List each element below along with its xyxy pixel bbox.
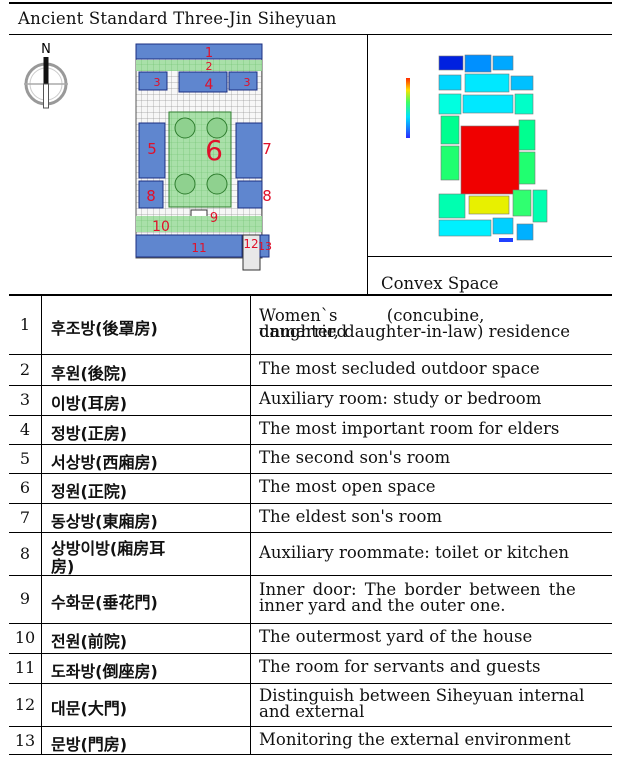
- description: The eldest son's room: [259, 506, 443, 526]
- siheyuan-table: Ancient Standard Three-Jin Siheyuan Conv…: [9, 2, 612, 755]
- description: Monitoring the external environment: [259, 729, 571, 749]
- siheyuan-floor-plan: 1 2 3 4 3 5 6 7 8 9 8 10 11 12 13: [135, 43, 272, 271]
- korean-term: 문방(門房): [51, 734, 128, 754]
- korean-term: 수화문(垂花門): [51, 593, 158, 612]
- plan-label: 1: [205, 46, 213, 61]
- convex-space-diagram: [406, 54, 548, 242]
- table-title: Ancient Standard Three-Jin Siheyuan: [18, 9, 337, 28]
- row-number: 8: [19, 543, 31, 563]
- description: inner yard and the outer one.: [259, 596, 506, 615]
- row-number: 10: [14, 628, 36, 647]
- korean-term: 상방이방(廂房耳: [51, 538, 166, 558]
- row-divider: [9, 444, 612, 445]
- plan-label: 8: [146, 187, 156, 205]
- row-divider: [9, 532, 612, 533]
- row-divider: [9, 726, 612, 727]
- plan-label: 10: [152, 219, 170, 235]
- row-divider: [9, 415, 612, 416]
- row-number: 7: [19, 507, 31, 527]
- row-number: 1: [19, 315, 31, 334]
- divider: [367, 34, 368, 294]
- korean-term: 정방(正房): [51, 423, 128, 443]
- korean-term: 후원(後院): [51, 363, 128, 383]
- divider: [9, 294, 612, 296]
- row-number: 6: [19, 478, 31, 497]
- row-number: 2: [19, 359, 31, 379]
- row-divider: [9, 385, 612, 386]
- plan-label: 4: [205, 77, 214, 93]
- description: The most open space: [259, 477, 436, 496]
- korean-term: 전원(前院): [51, 632, 128, 651]
- korean-term: 후조방(後罩房): [51, 319, 158, 338]
- row-number: 9: [19, 589, 31, 608]
- description: The most important room for elders: [259, 418, 560, 438]
- compass-icon: N: [24, 42, 68, 109]
- korean-term: 정원(正院): [51, 482, 128, 501]
- row-number: 12: [14, 694, 36, 714]
- description: Auxiliary roommate: toilet or kitchen: [259, 542, 570, 562]
- row-number: 4: [19, 419, 31, 439]
- plan-label: 9: [210, 211, 218, 226]
- description: The outermost yard of the house: [259, 627, 533, 646]
- row-divider: [9, 473, 612, 474]
- korean-term: 대문(大門): [51, 698, 128, 718]
- plan-label: 3: [244, 76, 251, 89]
- row-number: 5: [19, 448, 31, 468]
- row-number: 11: [14, 658, 36, 677]
- divider: [250, 294, 251, 755]
- row-divider: [9, 575, 612, 576]
- row-number: 3: [19, 390, 31, 409]
- plan-label: 7: [262, 140, 272, 158]
- plan-label: 11: [191, 241, 206, 255]
- description: and external: [259, 701, 365, 721]
- row-divider: [9, 653, 612, 654]
- plan-label: 13: [258, 240, 272, 253]
- row-divider: [9, 623, 612, 624]
- plan-label: 2: [206, 60, 213, 73]
- plan-label: 8: [262, 187, 272, 205]
- compass-north-label: N: [41, 42, 51, 57]
- row-divider: [9, 354, 612, 355]
- korean-term: 이방(耳房): [51, 394, 128, 413]
- description: Inner door: The border between the: [259, 580, 576, 599]
- plan-label: 5: [147, 140, 157, 158]
- description: Women`s (concubine, unmarried: [259, 306, 485, 341]
- description: The second son's room: [259, 447, 451, 467]
- korean-term: 서상방(西廂房): [51, 452, 158, 472]
- divider: [367, 256, 612, 257]
- description: The room for servants and guests: [259, 657, 541, 676]
- korean-term: 房): [51, 556, 75, 576]
- top-rule: [9, 2, 612, 4]
- description: Distinguish between Siheyuan internal: [259, 685, 585, 705]
- row-divider: [9, 503, 612, 504]
- korean-term: 동상방(東廂房): [51, 511, 158, 531]
- plan-label: 6: [205, 134, 223, 167]
- convex-space-caption: Convex Space: [381, 274, 499, 293]
- row-divider: [9, 683, 612, 684]
- description: The most secluded outdoor space: [259, 358, 540, 378]
- plan-label: 12: [243, 237, 258, 251]
- row-number: 13: [14, 730, 36, 750]
- divider: [9, 754, 612, 755]
- plan-label: 3: [154, 76, 161, 89]
- description: daughter, daughter-in-law) residence: [259, 322, 571, 341]
- divider: [41, 294, 42, 755]
- description: Auxiliary room: study or bedroom: [259, 389, 542, 408]
- divider: [9, 34, 612, 35]
- korean-term: 도좌방(倒座房): [51, 662, 158, 681]
